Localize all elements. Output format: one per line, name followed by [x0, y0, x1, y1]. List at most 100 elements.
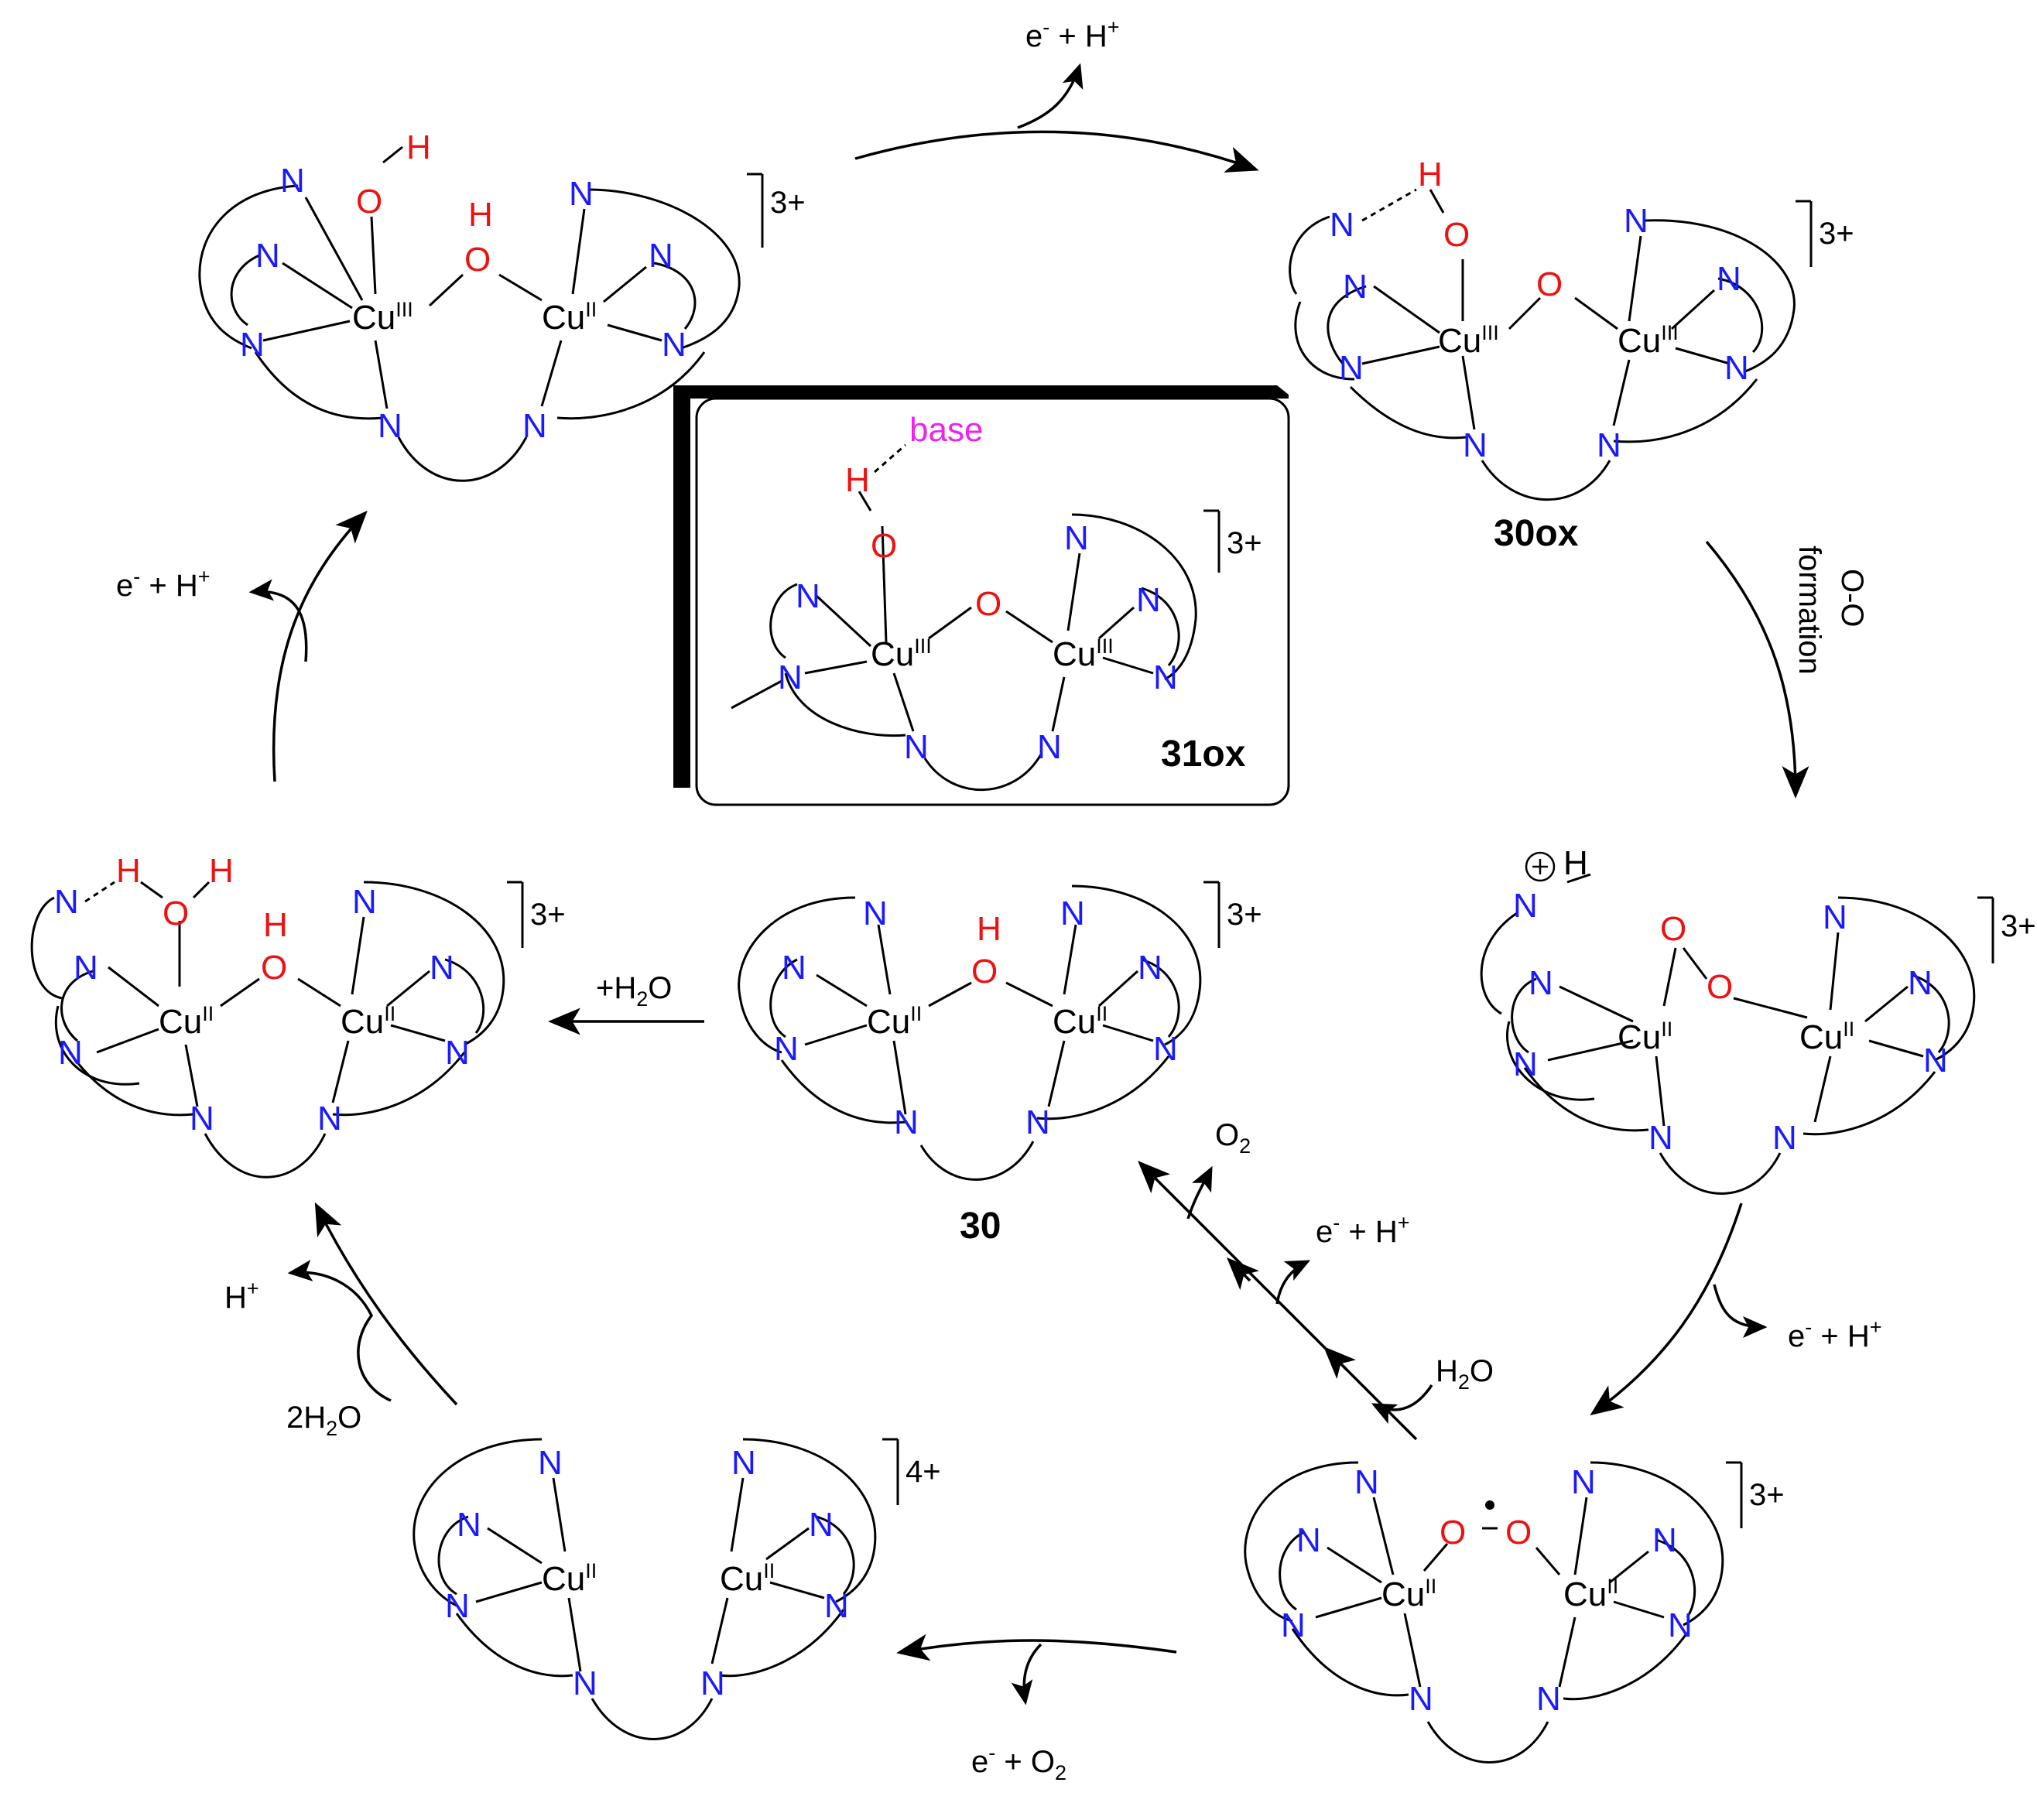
cu-atom: CuIII: [871, 635, 932, 673]
charge-label: 4+: [906, 1455, 941, 1489]
n-atom: N: [74, 949, 98, 987]
oo-formation-line1: O-O: [1835, 569, 1869, 628]
reagent-two-water: 2H2O: [286, 1401, 361, 1440]
reagent-water: H2O: [1436, 1354, 1494, 1394]
arrow-oo-formation: [1705, 540, 1809, 799]
o-atom: O: [1505, 1514, 1532, 1551]
o-atom: O: [971, 953, 998, 990]
n-atom: N: [1536, 1680, 1561, 1718]
n-atom: N: [863, 895, 888, 932]
n-atom: N: [1343, 268, 1368, 306]
n-atom: N: [240, 326, 265, 364]
o-atom: O: [975, 585, 1001, 623]
compound-label-31ox: 31ox: [1161, 734, 1246, 775]
n-atom: N: [1153, 659, 1178, 696]
n-atom: N: [1772, 1119, 1797, 1157]
reagent-e-h: e- + H+: [1025, 15, 1120, 53]
n-atom: N: [1908, 964, 1933, 1002]
h-atom: H: [116, 852, 141, 890]
n-atom: N: [445, 1587, 470, 1625]
charge-label: 3+: [1749, 1478, 1785, 1512]
cu-atom: CuIII: [1618, 321, 1679, 360]
n-atom: N: [573, 1664, 597, 1702]
o-atom: O: [1660, 910, 1686, 948]
n-atom: N: [1513, 887, 1538, 925]
complex-4plus: N N N N N N N N CuII CuII 4+: [413, 1438, 941, 1740]
charge-label: 3+: [770, 186, 806, 220]
charge-label: 3+: [1227, 526, 1262, 560]
o-atom: O: [1443, 216, 1470, 254]
o-atom: O: [871, 527, 897, 565]
n-atom: N: [1153, 1030, 1178, 1068]
compound-label-30ox: 30ox: [1494, 513, 1579, 554]
complex-30ox: N N N N N N N N H O O CuIII CuIII 3+ 30o…: [1289, 156, 1854, 554]
n-atom: N: [1339, 349, 1364, 387]
h-atom: H: [263, 906, 288, 944]
n-atom: N: [378, 407, 402, 445]
reagent-e-h: e- + H+: [1788, 1315, 1882, 1353]
arrow-release: [1017, 63, 1084, 129]
h-atom: H: [1563, 844, 1588, 882]
n-atom: N: [1724, 349, 1749, 387]
complex-superoxo: N N N N N N N N O O CuII CuII 3+: [1244, 1461, 1785, 1764]
n-atom: N: [352, 883, 377, 921]
arrow-water-in: [1371, 1384, 1433, 1425]
cu-atom: CuII: [1563, 1575, 1618, 1613]
cu-atom: CuIII: [1438, 321, 1499, 360]
n-atom: N: [1823, 898, 1847, 936]
cu-atom: CuIII: [352, 298, 413, 337]
n-atom: N: [774, 1030, 799, 1068]
cu-atom: CuII: [159, 1002, 214, 1041]
o-atom: O: [163, 895, 189, 932]
complex-30: N N N N N N N N O H CuII CuII 3+ 30: [738, 881, 1262, 1247]
n-atom: N: [1409, 1680, 1433, 1718]
n-atom: N: [1060, 895, 1085, 932]
n-atom: N: [700, 1664, 725, 1702]
n-atom: N: [1571, 1463, 1596, 1501]
compound-label-30: 30: [960, 1206, 1001, 1247]
n-atom: N: [54, 883, 79, 921]
h-atom: H: [468, 196, 493, 234]
charge-label: 3+: [1227, 898, 1262, 932]
reagent-o2: O2: [1215, 1118, 1251, 1158]
n-atom: N: [457, 1506, 481, 1544]
n-atom: N: [280, 162, 305, 200]
complex-peroxo: N H N N N N N N N O O CuII CuII 3+: [1480, 844, 2036, 1195]
n-atom: N: [782, 949, 806, 987]
h-atom: H: [845, 461, 870, 499]
arrow-eh-release: [1275, 1260, 1311, 1305]
n-atom: N: [1923, 1042, 1948, 1079]
h-atom: H: [406, 128, 431, 166]
reagent-water: +H2O: [596, 971, 672, 1011]
charge-label: 3+: [2001, 909, 2036, 943]
cu-atom: CuII: [720, 1559, 775, 1598]
arrow-release: [1713, 1284, 1768, 1338]
n-atom: N: [809, 1506, 834, 1544]
n-atom: N: [649, 237, 673, 275]
n-atom: N: [1136, 581, 1161, 619]
cu-atom: CuII: [1381, 1575, 1436, 1613]
o-atom: O: [261, 949, 287, 987]
charge-label: 3+: [1819, 217, 1854, 251]
arrow-to-superoxo: [1590, 1202, 1743, 1416]
n-atom: N: [569, 175, 594, 213]
n-atom: N: [317, 1100, 342, 1138]
cu-atom: CuII: [867, 1002, 922, 1041]
complex-cu3-cu2-hydroxo: N N N N N N N N O H O H CuIII CuII 3+: [198, 128, 806, 482]
cu-atom: CuII: [542, 1559, 597, 1598]
n-atom: N: [1668, 1606, 1693, 1644]
o-atom: O: [1536, 265, 1563, 303]
n-atom: N: [255, 237, 280, 275]
n-atom: N: [1138, 949, 1162, 987]
h-atom: H: [209, 852, 234, 890]
n-atom: N: [1597, 426, 1621, 464]
cu-atom: CuIII: [1053, 635, 1114, 673]
cu-atom: CuII: [341, 1002, 395, 1041]
o-atom: O: [464, 241, 491, 279]
n-atom: N: [1513, 1045, 1538, 1083]
n-atom: N: [58, 1034, 83, 1072]
charge-label: 3+: [530, 898, 566, 932]
o-atom: O: [356, 183, 382, 221]
